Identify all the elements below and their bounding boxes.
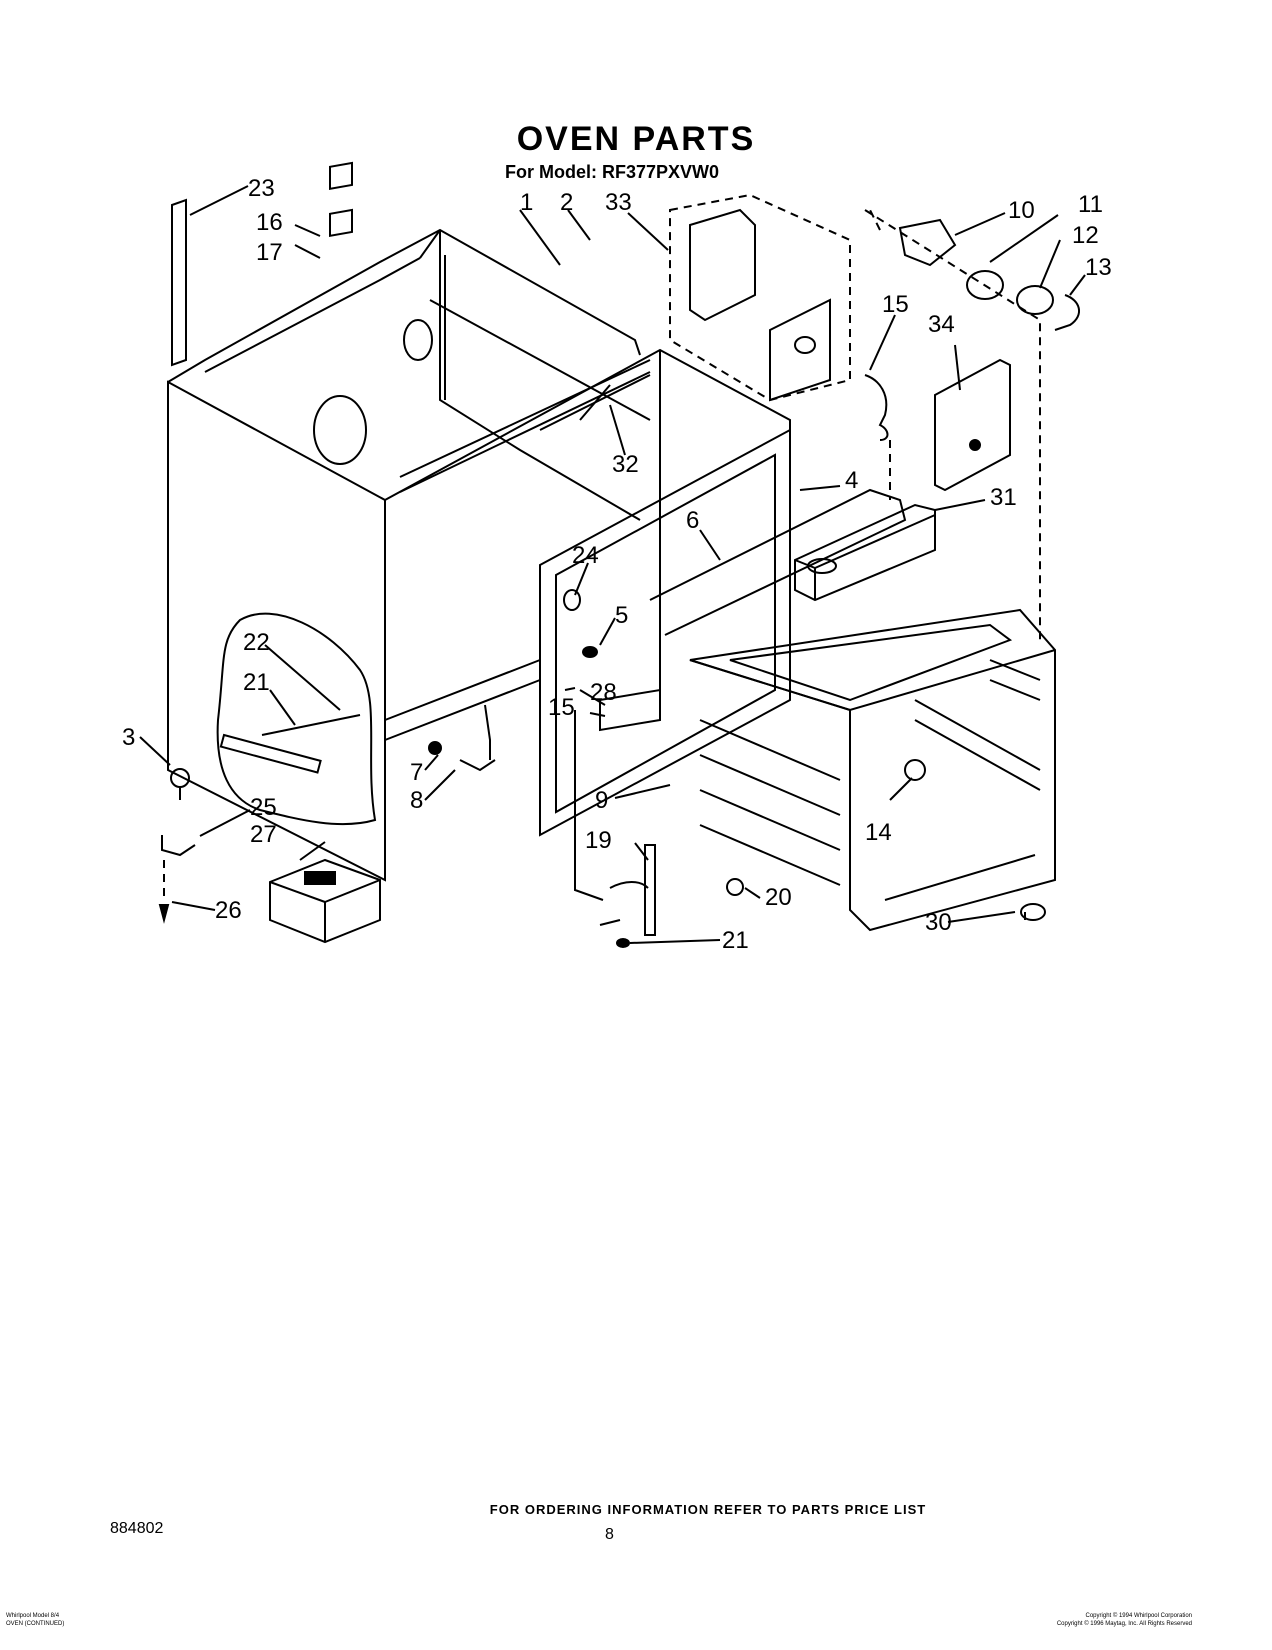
callout-5: 5 — [615, 602, 628, 629]
callout-34: 33 — [605, 189, 632, 216]
callout-7: 7 — [410, 759, 423, 786]
callout-35: 34 — [928, 311, 955, 338]
callout-8: 8 — [410, 787, 423, 814]
leader-lines — [139, 185, 1086, 944]
footer-small-right-line-1: Copyright © 1994 Whirlpool Corporation — [1085, 1613, 1192, 1619]
callout-2: 2 — [560, 189, 573, 216]
callout-30: 28 — [590, 679, 617, 706]
callout-28: 27 — [250, 821, 277, 848]
doc-number: 884802 — [110, 1520, 164, 1537]
callout-18: 17 — [256, 239, 283, 266]
callout-15: 15 — [548, 694, 575, 721]
part-17 — [329, 161, 353, 190]
callout-16: 15 — [882, 291, 909, 318]
part-16-tube — [864, 374, 889, 441]
part-28-box — [269, 858, 381, 944]
footer-small-right-line-2: Copyright © 1996 Maytag, Inc. All Rights… — [1056, 1621, 1192, 1627]
callout-10: 10 — [1008, 197, 1035, 224]
callout-4: 4 — [845, 467, 858, 494]
part-35-cover — [934, 358, 1011, 492]
callout-32: 31 — [990, 484, 1017, 511]
callout-33: 32 — [612, 451, 639, 478]
page-number: 8 — [605, 1526, 614, 1543]
callout-11: 11 — [1078, 191, 1103, 218]
page-title: OVEN PARTS — [516, 120, 756, 158]
callout-14: 14 — [865, 819, 892, 846]
left-side-panel — [167, 380, 386, 882]
callout-20: 20 — [765, 884, 792, 911]
model-subtitle: For Model: RF377PXVW0 — [505, 162, 720, 182]
burner-box — [794, 503, 936, 602]
ordering-note: FOR ORDERING INFORMATION REFER TO PARTS … — [489, 1502, 927, 1517]
part-24-bracket — [171, 198, 187, 367]
door-frame — [539, 428, 791, 837]
callout-12: 12 — [1072, 222, 1099, 249]
callout-31: 30 — [925, 909, 952, 936]
callout-labels: 23 16 17 1 2 33 10 11 12 13 15 34 32 4 3… — [122, 175, 1112, 954]
callout-26: 25 — [250, 794, 277, 821]
cutaway-area — [216, 612, 377, 826]
top-frame — [167, 228, 641, 383]
callout-24: 23 — [248, 175, 275, 202]
callout-21: 21 — [722, 927, 749, 954]
callout-17: 16 — [256, 209, 283, 236]
callout-3: 3 — [122, 724, 135, 751]
footer-small-right: Copyright © 1994 Whirlpool Corporation C… — [1057, 1612, 1192, 1628]
part-18 — [329, 208, 353, 237]
footer-small-left: Whirlpool Model 8/4 OVEN (CONTINUED) — [6, 1612, 64, 1628]
back-panel — [439, 230, 641, 521]
callout-1: 1 — [520, 189, 533, 216]
callout-22: 21 — [243, 669, 270, 696]
callout-13: 13 — [1085, 254, 1112, 281]
callout-19: 19 — [585, 827, 612, 854]
callout-27: 26 — [215, 897, 242, 924]
callout-9: 9 — [595, 787, 608, 814]
callout-25: 24 — [572, 542, 599, 569]
callout-6: 6 — [686, 507, 699, 534]
footer-small-left-line-2: OVEN (CONTINUED) — [6, 1621, 65, 1627]
callout-23: 22 — [243, 629, 270, 656]
footer-small-left-line-1: Whirlpool Model 8/4 — [6, 1613, 60, 1619]
